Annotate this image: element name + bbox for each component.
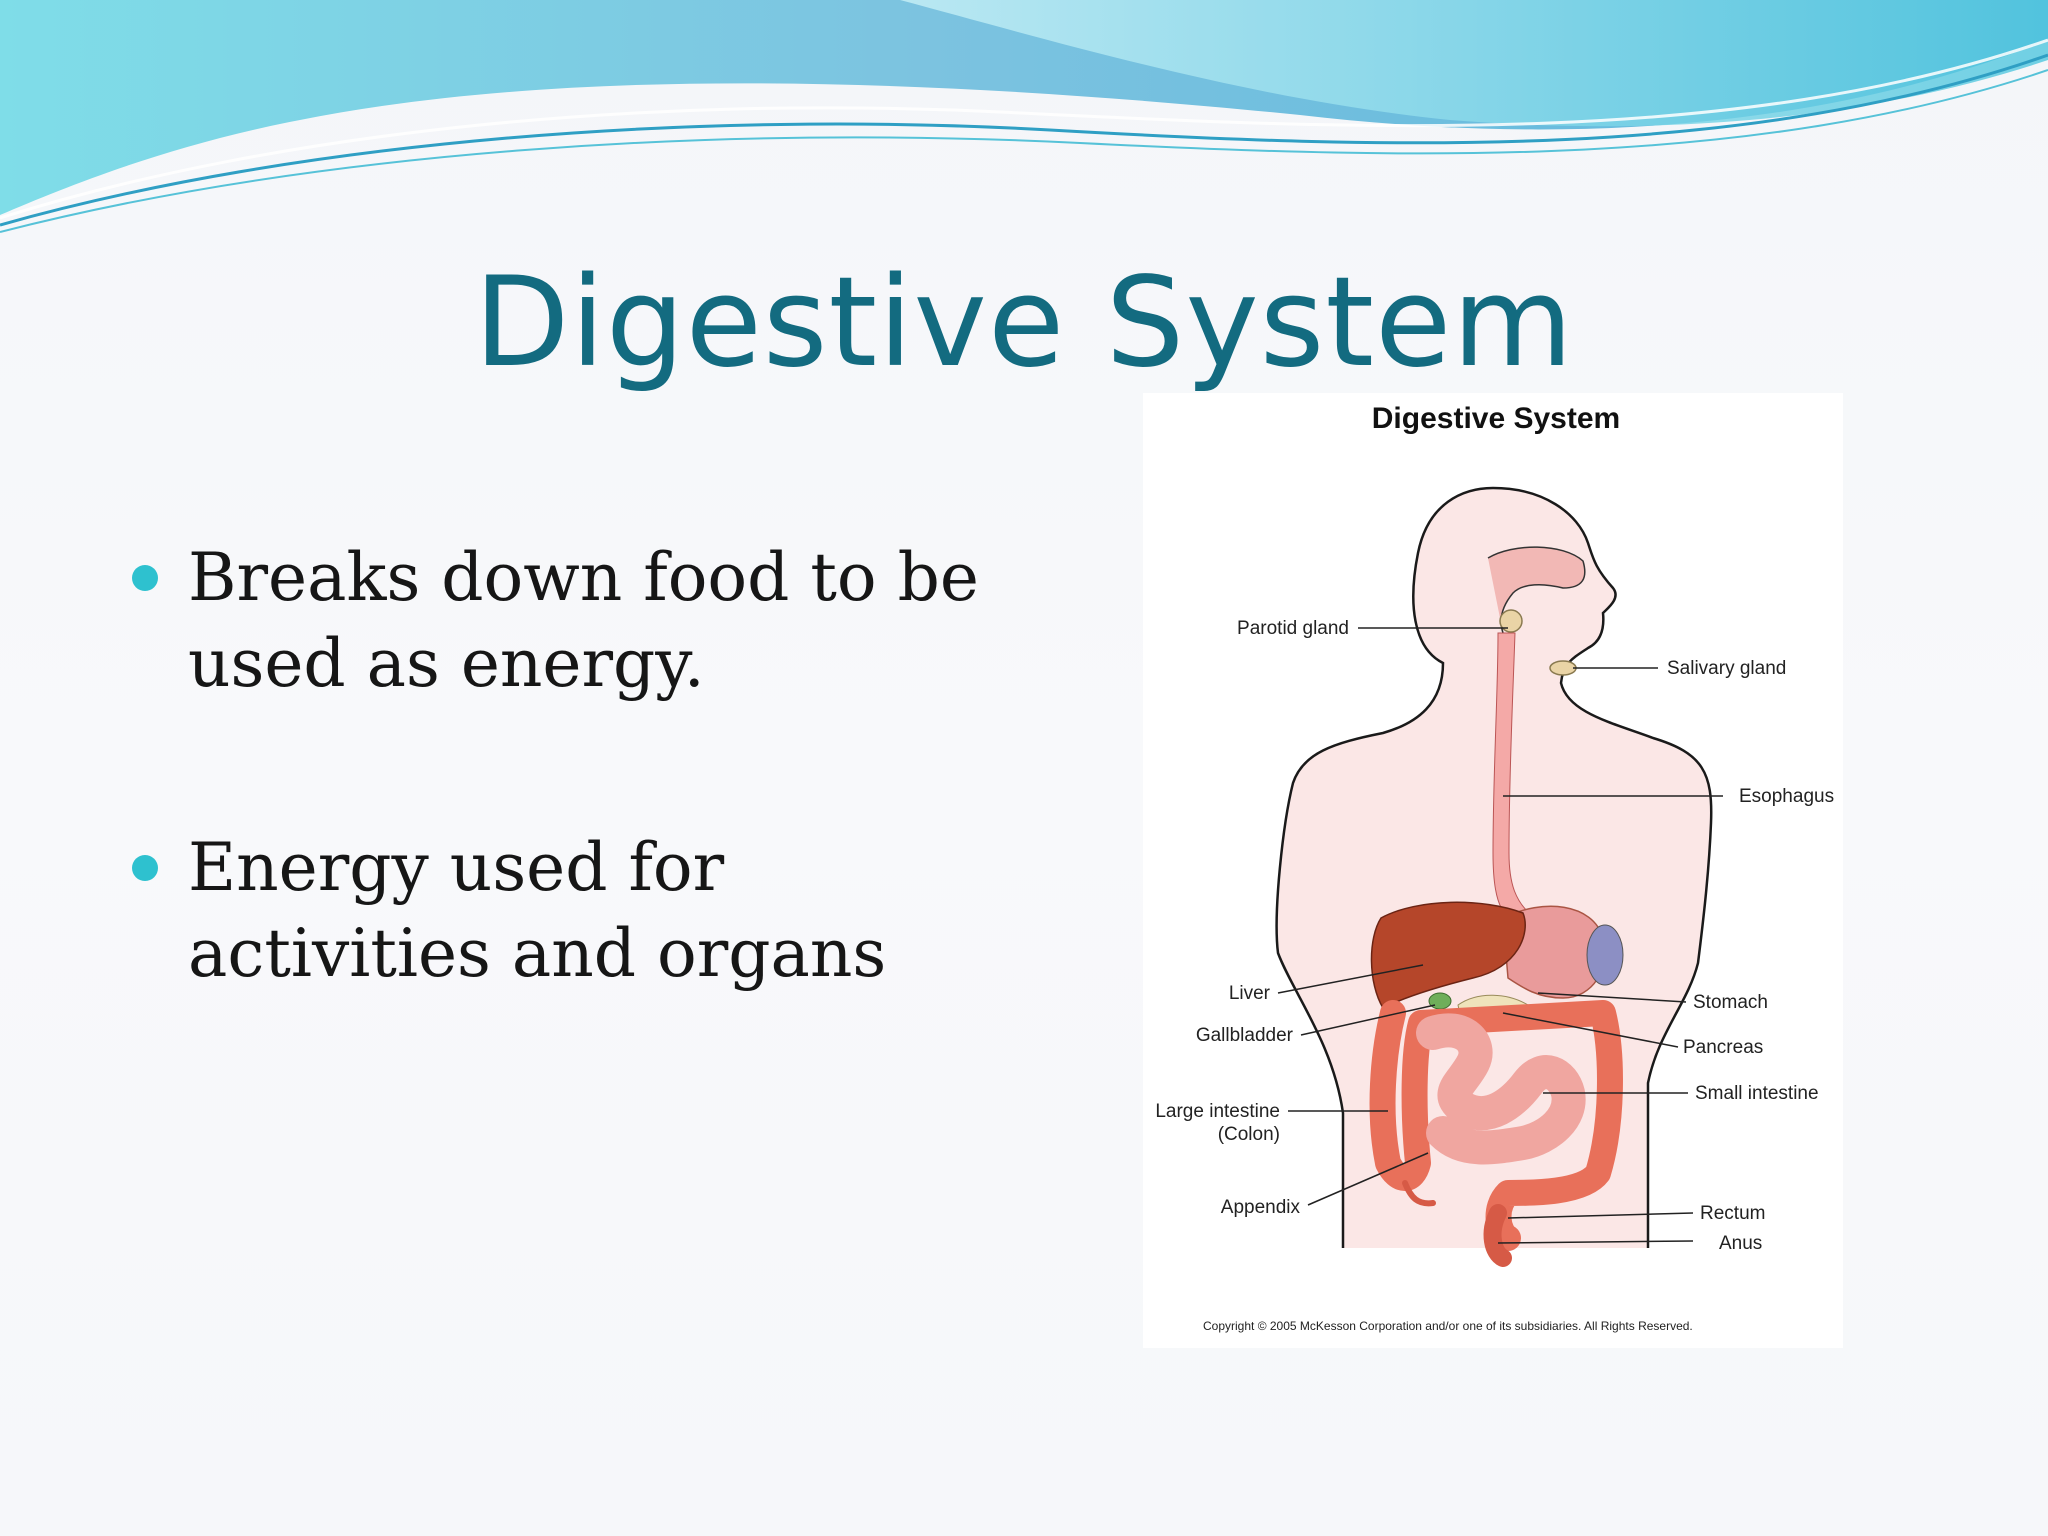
label-gallbladder: Gallbladder [1196,1025,1294,1046]
spleen-shape [1586,924,1624,986]
digestive-system-diagram: Digestive System [1143,393,1843,1348]
label-colon: (Colon) [1218,1124,1280,1145]
label-appendix: Appendix [1221,1197,1301,1218]
slide-title: Digestive System [473,251,1575,395]
label-small-intestine: Small intestine [1695,1083,1819,1104]
label-liver: Liver [1229,983,1271,1004]
label-stomach: Stomach [1693,992,1768,1013]
header-wave-decoration [0,0,2048,233]
small-intestine-shape [1416,1013,1586,1165]
leader-lines [1277,627,1723,1244]
bullet-dot-icon [132,855,158,881]
bullet-text: Energy used for activities and organs [188,829,887,992]
rectum-shape [1483,1204,1512,1267]
label-rectum: Rectum [1700,1203,1765,1224]
bullet-text: Breaks down food to be used as energy. [188,539,979,702]
bullet-list: Breaks down food to be used as energy. E… [130,535,1030,1115]
bullet-item: Energy used for activities and organs [130,825,1030,997]
oral-cavity [1487,546,1586,634]
bullet-dot-icon [132,565,158,591]
copyright-text: Copyright © 2005 McKesson Corporation an… [1203,1319,1693,1333]
appendix-shape [1402,1180,1436,1207]
parotid-gland-shape [1499,609,1523,633]
bullet-item: Breaks down food to be used as energy. [130,535,1030,707]
label-anus: Anus [1719,1233,1762,1254]
gallbladder-shape [1428,992,1452,1010]
label-pancreas: Pancreas [1683,1037,1763,1058]
diagram-title: Digestive System [1372,402,1620,435]
liver-shape [1370,901,1526,1009]
label-esophagus: Esophagus [1739,786,1834,807]
label-parotid-gland: Parotid gland [1237,618,1349,639]
salivary-gland-shape [1549,660,1577,676]
label-large-intestine: Large intestine [1155,1101,1280,1122]
label-salivary-gland: Salivary gland [1667,658,1786,679]
